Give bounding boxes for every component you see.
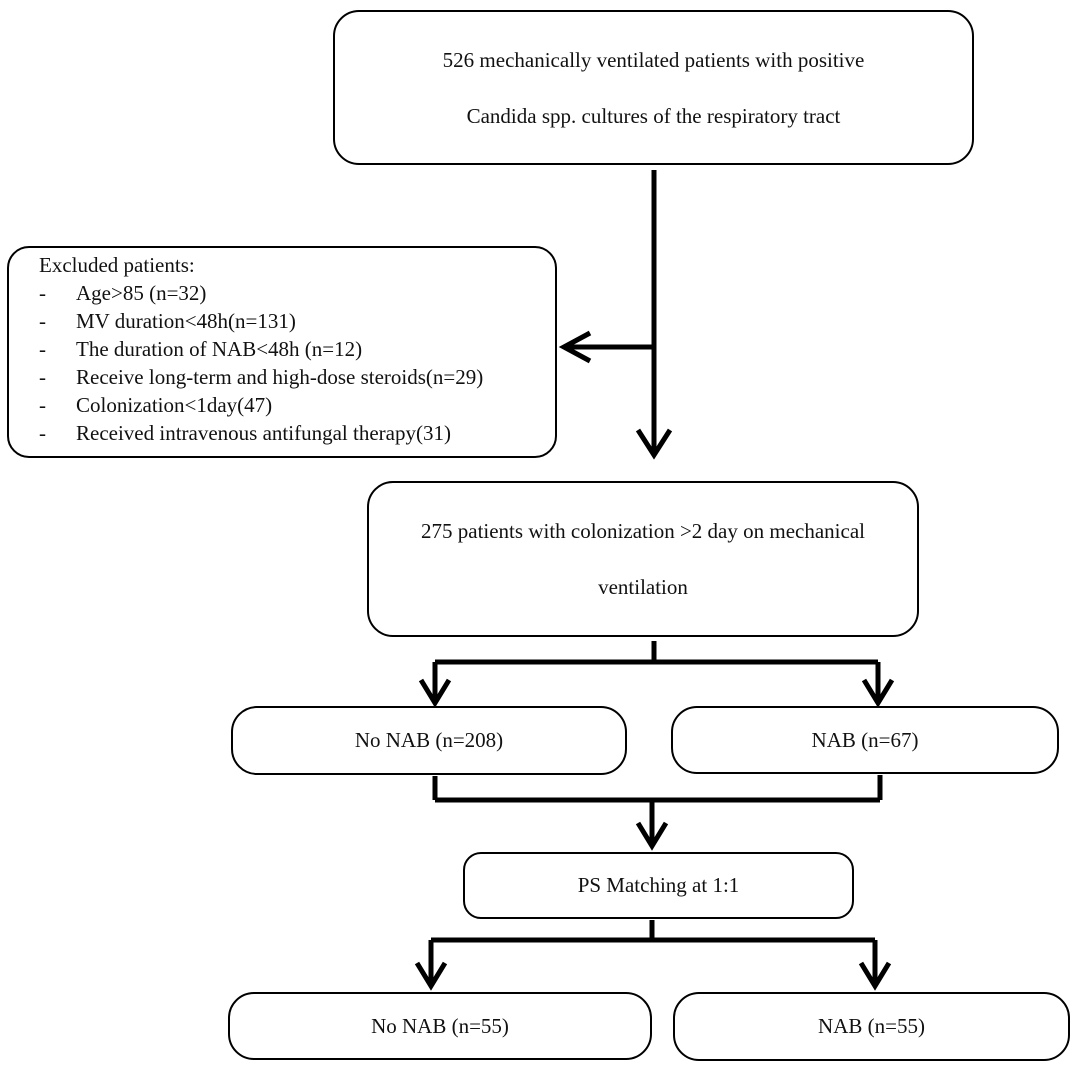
- list-bullet: -: [39, 365, 46, 389]
- list-bullet: -: [39, 309, 46, 333]
- initial-cohort-box: 526 mechanically ventilated patients wit…: [333, 10, 974, 165]
- list-bullet: -: [39, 337, 46, 361]
- ps-right-arrowhead: [858, 961, 892, 991]
- excluded-title: Excluded patients:: [39, 253, 195, 277]
- split-left-arrowhead: [418, 678, 452, 708]
- matched-nab-label: NAB (n=55): [818, 1014, 925, 1038]
- matched-nab-box: NAB (n=55): [673, 992, 1070, 1061]
- ps-left-arrowhead: [414, 961, 448, 991]
- excluded-item: - Age>85 (n=32): [39, 279, 555, 307]
- list-bullet: -: [39, 421, 46, 445]
- excluded-item-label: Colonization<1day(47): [76, 393, 273, 417]
- initial-cohort-line-2: Candida spp. cultures of the respiratory…: [466, 103, 841, 128]
- excluded-list: - Age>85 (n=32) - MV duration<48h(n=131) -…: [39, 279, 555, 447]
- excluded-item: - Received intravenous antifungal therapy…: [39, 419, 555, 447]
- list-bullet: -: [39, 281, 46, 305]
- colonized-cohort-line-1: 275 patients with colonization >2 day on…: [421, 519, 865, 543]
- list-bullet: -: [39, 393, 46, 417]
- colonized-cohort-box: 275 patients with colonization >2 day on…: [367, 481, 919, 637]
- excluded-item-label: MV duration<48h(n=131): [76, 309, 296, 333]
- nab-group-label: NAB (n=67): [811, 727, 919, 752]
- excluded-item: - MV duration<48h(n=131): [39, 307, 555, 335]
- excluded-item: - Colonization<1day(47): [39, 391, 555, 419]
- split-right-arrowhead: [861, 678, 895, 708]
- excluded-item-label: Age>85 (n=32): [76, 281, 207, 305]
- no-nab-group-box: No NAB (n=208): [231, 706, 627, 775]
- colonized-cohort-line-2: ventilation: [598, 575, 688, 599]
- exclusion-arrowhead: [558, 330, 592, 364]
- nab-group-box: NAB (n=67): [671, 706, 1059, 774]
- matched-no-nab-box: No NAB (n=55): [228, 992, 652, 1060]
- main-trunk-arrowhead: [635, 428, 673, 460]
- excluded-item: - Receive long-term and high-dose steroid…: [39, 363, 555, 391]
- excluded-item-label: Received intravenous antifungal therapy(…: [76, 421, 451, 445]
- matched-no-nab-label: No NAB (n=55): [371, 1013, 509, 1038]
- ps-matching-label: PS Matching at 1:1: [577, 873, 740, 897]
- initial-cohort-line-1: 526 mechanically ventilated patients wit…: [442, 47, 865, 72]
- merge-arrowhead: [635, 821, 669, 851]
- excluded-patients-box: Excluded patients: - Age>85 (n=32) - MV du…: [7, 246, 557, 458]
- excluded-item-label: The duration of NAB<48h (n=12): [76, 337, 363, 361]
- no-nab-group-label: No NAB (n=208): [354, 728, 504, 752]
- excluded-item: - The duration of NAB<48h (n=12): [39, 335, 555, 363]
- ps-matching-box: PS Matching at 1:1: [463, 852, 854, 919]
- excluded-item-label: Receive long-term and high-dose steroids…: [76, 365, 484, 389]
